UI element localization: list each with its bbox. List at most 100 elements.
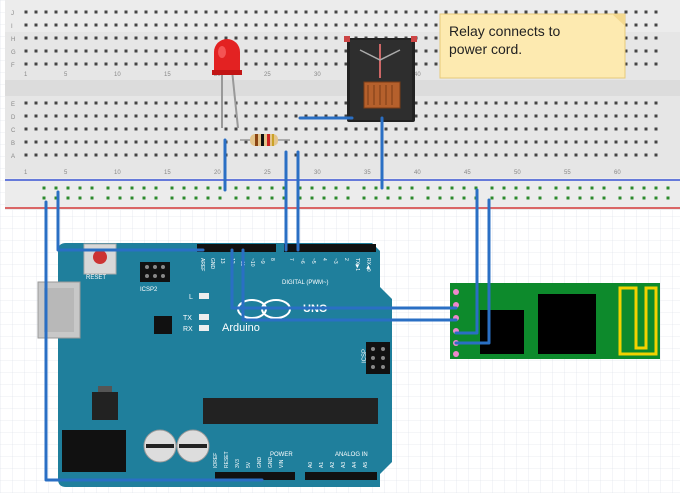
breadboard-hole	[174, 153, 178, 157]
breadboard-hole	[254, 10, 258, 14]
breadboard-hole	[424, 62, 428, 66]
rail-hole	[118, 186, 122, 190]
breadboard-hole	[294, 36, 298, 40]
breadboard-hole	[54, 23, 58, 27]
breadboard-hole	[284, 140, 288, 144]
breadboard-hole	[154, 153, 158, 157]
analog-pin-label: A4	[352, 462, 358, 468]
breadboard-hole	[184, 10, 188, 14]
top-pin-label: ~3	[332, 258, 338, 264]
breadboard-hole	[554, 140, 558, 144]
breadboard-hole	[524, 153, 528, 157]
breadboard-hole	[394, 127, 398, 131]
breadboard-hole	[24, 62, 28, 66]
breadboard-hole	[354, 10, 358, 14]
breadboard-hole	[114, 114, 118, 118]
breadboard-hole	[214, 36, 218, 40]
column-number: 45	[464, 170, 471, 176]
breadboard-hole	[204, 114, 208, 118]
row-letter-f: F	[11, 63, 15, 69]
breadboard-hole	[534, 10, 538, 14]
breadboard-hole	[374, 153, 378, 157]
breadboard-hole	[84, 140, 88, 144]
rail-hole	[206, 196, 210, 200]
breadboard-hole	[194, 127, 198, 131]
breadboard-hole	[274, 62, 278, 66]
breadboard-hole	[234, 23, 238, 27]
rail-hole	[130, 186, 134, 190]
breadboard-hole	[574, 153, 578, 157]
breadboard-hole	[654, 10, 658, 14]
breadboard-hole	[94, 114, 98, 118]
breadboard-hole	[214, 10, 218, 14]
breadboard-hole	[444, 153, 448, 157]
breadboard-hole	[34, 140, 38, 144]
breadboard-hole	[44, 49, 48, 53]
breadboard-hole	[424, 101, 428, 105]
breadboard-hole	[244, 23, 248, 27]
column-number: 35	[364, 170, 371, 176]
breadboard-hole	[154, 127, 158, 131]
breadboard-hole	[484, 140, 488, 144]
rail-hole	[450, 196, 454, 200]
breadboard-hole	[624, 36, 628, 40]
breadboard-hole	[334, 49, 338, 53]
breadboard-hole	[304, 49, 308, 53]
rail-hole	[514, 196, 518, 200]
breadboard-hole	[134, 101, 138, 105]
breadboard-hole	[334, 140, 338, 144]
rail-hole	[426, 196, 430, 200]
breadboard-hole	[624, 153, 628, 157]
breadboard-hole	[374, 127, 378, 131]
led-l-label: L	[189, 294, 193, 301]
breadboard-hole	[84, 10, 88, 14]
breadboard-hole	[74, 114, 78, 118]
rail-hole	[298, 186, 302, 190]
rail-hole	[234, 186, 238, 190]
breadboard-hole	[124, 153, 128, 157]
rail-hole	[78, 196, 82, 200]
breadboard-hole	[574, 127, 578, 131]
wire-gnd-rail	[44, 200, 264, 482]
breadboard-hole	[294, 10, 298, 14]
breadboard-hole	[474, 127, 478, 131]
breadboard-hole	[414, 127, 418, 131]
rail-hole	[90, 196, 94, 200]
rail-hole	[258, 196, 262, 200]
breadboard-hole	[304, 23, 308, 27]
breadboard-hole	[164, 23, 168, 27]
breadboard-hole	[64, 49, 68, 53]
breadboard-hole	[114, 153, 118, 157]
rail-hole	[334, 186, 338, 190]
breadboard-hole	[164, 36, 168, 40]
breadboard-hole	[564, 153, 568, 157]
breadboard-hole	[214, 140, 218, 144]
note-line-2: power cord.	[449, 41, 522, 57]
column-number: 20	[214, 170, 221, 176]
rail-hole	[514, 186, 518, 190]
breadboard-hole	[304, 127, 308, 131]
breadboard-hole	[654, 36, 658, 40]
breadboard-hole	[124, 127, 128, 131]
breadboard-hole	[64, 127, 68, 131]
breadboard-hole	[204, 153, 208, 157]
breadboard-hole	[64, 10, 68, 14]
column-number: 55	[564, 170, 571, 176]
breadboard-hole	[594, 101, 598, 105]
breadboard-hole	[604, 153, 608, 157]
analog-pin-label: A1	[319, 462, 325, 468]
breadboard-hole	[24, 153, 28, 157]
breadboard-hole	[554, 114, 558, 118]
breadboard-hole	[424, 10, 428, 14]
breadboard-hole	[584, 114, 588, 118]
breadboard-hole	[104, 153, 108, 157]
breadboard-hole	[174, 10, 178, 14]
breadboard-hole	[654, 127, 658, 131]
breadboard-hole	[304, 36, 308, 40]
power-rail-bottom	[5, 178, 680, 210]
breadboard-hole	[464, 153, 468, 157]
breadboard-hole	[564, 127, 568, 131]
breadboard-hole	[614, 127, 618, 131]
led-tx-label: TX	[183, 315, 192, 322]
